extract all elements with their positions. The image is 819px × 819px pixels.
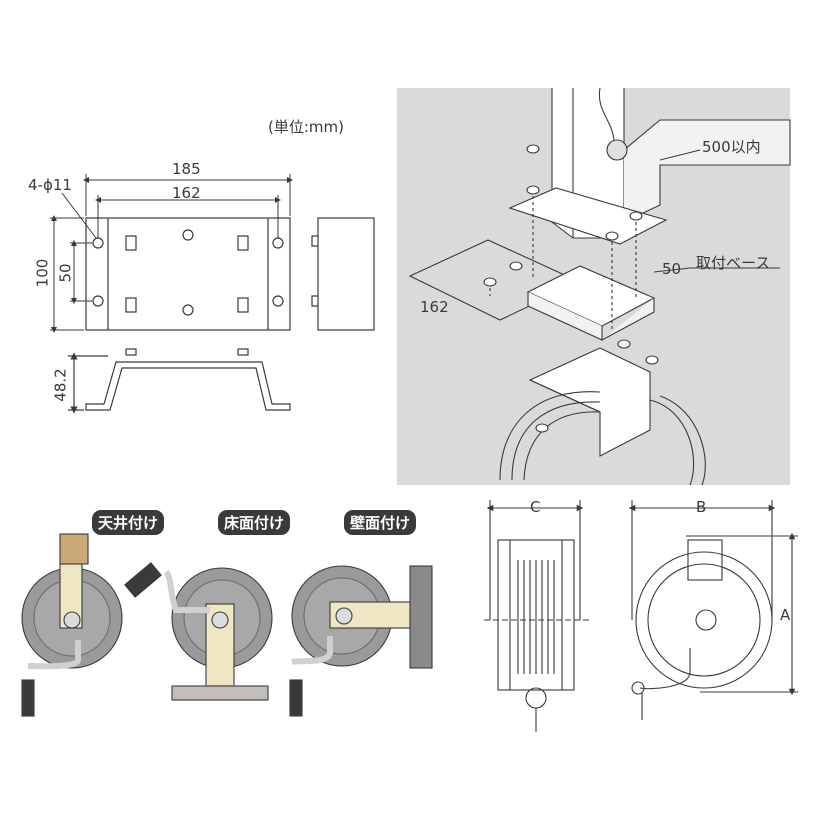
ceiling-mount-tag: 天井付け [92,510,165,535]
bracket-profile [68,348,291,414]
unit-note: (単位:mm) [268,118,344,136]
ceiling-mount-reel [21,533,123,717]
length-label: 162 [420,298,449,316]
dim-185: 185 [172,160,201,178]
wall-mount-reel [289,565,433,717]
hole-callout: 4-ϕ11 [28,176,72,194]
dim-48-2: 48.2 [51,368,70,402]
depth-label: 50 [662,260,682,278]
base-plate-plan [85,217,291,331]
floor-mount-reel [124,562,273,701]
dim-100: 100 [33,258,52,288]
distance-label: 500以内 [702,138,761,156]
dim-162: 162 [172,184,201,202]
dim-c: C [530,498,541,516]
dim-50: 50 [56,263,75,283]
base-plate-side [311,217,375,331]
reel-front-view [484,500,590,732]
floor-mount-tag: 床面付け [218,510,291,535]
dim-a: A [780,606,791,624]
dim-b: B [696,498,707,516]
base-label: 取付ベース [696,254,771,272]
wall-mount-tag: 壁面付け [344,510,417,535]
mount-exploded-view [408,87,791,486]
plan-dimensions [50,174,293,333]
reel-side-view [628,500,798,720]
